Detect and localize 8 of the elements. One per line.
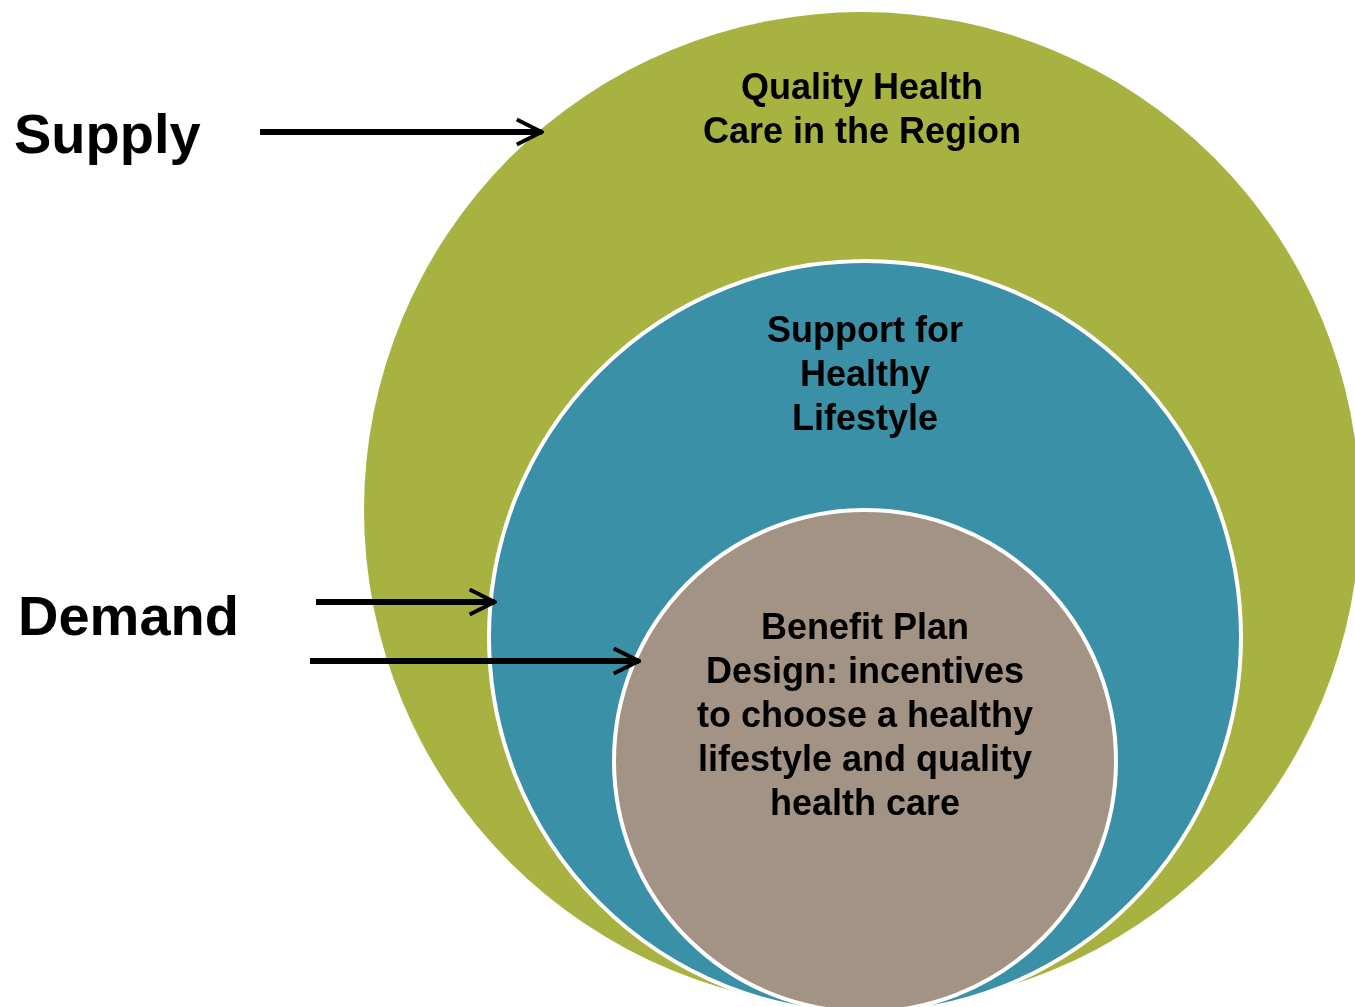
side-label: Supply bbox=[14, 101, 202, 167]
circle-label: Benefit Plan Design: incentives to choose a healthy lifestyle and quality health care bbox=[695, 605, 1035, 825]
arrow bbox=[310, 646, 641, 676]
circle-label: Quality Health Care in the Region bbox=[701, 65, 1022, 153]
circle-label: Support for Healthy Lifestyle bbox=[766, 308, 964, 440]
arrow bbox=[316, 587, 497, 617]
side-label: Demand bbox=[18, 583, 240, 649]
arrow bbox=[260, 117, 544, 147]
